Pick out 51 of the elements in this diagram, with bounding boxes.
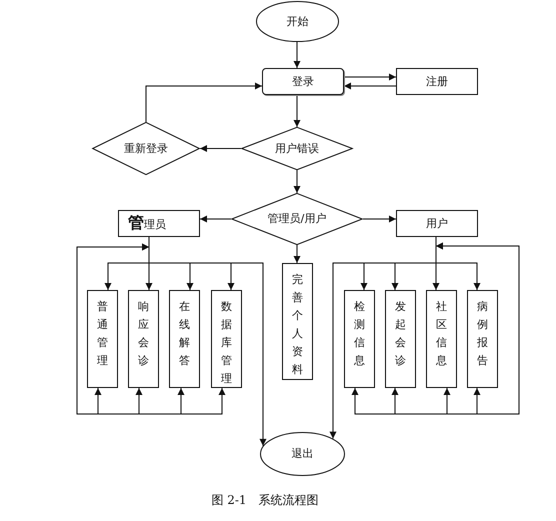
terminator-oval <box>256 1 339 42</box>
arrow <box>76 244 226 414</box>
process-box <box>128 290 159 388</box>
arrow <box>104 236 266 446</box>
process-box <box>426 290 457 388</box>
node-label: 社区信息 <box>436 299 447 369</box>
node-label: 病例报告 <box>477 299 488 369</box>
arrow <box>344 82 396 90</box>
node-label: 登录 <box>292 74 314 88</box>
arrow <box>200 216 232 222</box>
arrow <box>294 42 300 68</box>
terminator-oval <box>260 432 345 476</box>
node-label: 发起会诊 <box>395 299 406 369</box>
figure-caption: 图 2-1 系统流程图 <box>210 492 320 509</box>
node-label: 检测信息 <box>354 299 365 369</box>
process-box <box>262 68 344 95</box>
node-label: 用户 <box>426 216 448 230</box>
arrow <box>200 145 242 152</box>
node-label: 响应会诊 <box>138 299 149 369</box>
node-label: 开始 <box>286 14 308 28</box>
process-box <box>396 210 478 237</box>
process-box <box>87 290 118 388</box>
node-label: 在线解答 <box>179 299 190 369</box>
node-label: 管理员 <box>128 216 166 232</box>
node-label: 数据库管理 <box>221 299 232 387</box>
arrow <box>294 244 300 264</box>
process-box <box>344 290 375 388</box>
arrow <box>294 170 300 194</box>
node-label: 完善个人资料 <box>292 272 303 378</box>
arrow <box>352 242 520 414</box>
decision-diamond <box>231 193 363 245</box>
process-box <box>396 68 478 95</box>
process-box <box>385 290 416 388</box>
node-label: 重新登录 <box>124 142 168 156</box>
process-box <box>169 290 200 388</box>
arrow <box>294 94 300 128</box>
node-label: 注册 <box>426 74 448 88</box>
process-box <box>118 210 200 237</box>
arrow <box>362 216 396 222</box>
arrow <box>146 82 262 122</box>
node-label: 用户错误 <box>275 142 319 156</box>
node-label: 管理员/用户 <box>268 212 326 226</box>
process-box <box>467 290 498 388</box>
decision-diamond <box>92 122 200 175</box>
node-label: 退出 <box>292 447 314 461</box>
arrow <box>344 74 396 80</box>
process-box <box>282 263 313 380</box>
process-box <box>211 290 242 388</box>
decision-diamond <box>241 127 353 170</box>
node-label: 普通管理 <box>97 299 108 369</box>
arrow <box>330 236 480 440</box>
